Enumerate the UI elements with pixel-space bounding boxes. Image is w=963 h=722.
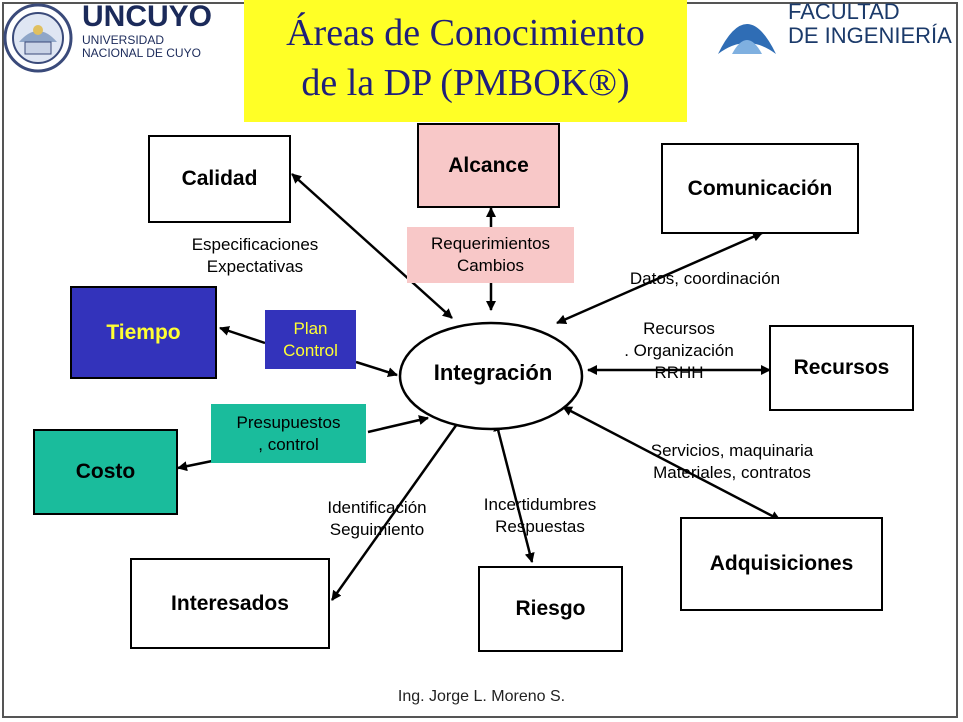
area-calidad: Calidad [148,135,291,223]
fi-logo-icon [718,24,776,54]
title-line-2: de la DP (PMBOK®) [301,62,630,104]
area-tiempo: Tiempo [70,286,217,379]
label-adquisiciones: Servicios, maquinaria Materiales, contra… [622,440,842,484]
area-riesgo: Riesgo [478,566,623,652]
area-interesados: Interesados [130,558,330,649]
label-tiempo-2: Control [283,341,338,360]
area-recursos: Recursos [769,325,914,411]
uncuyo-seal-icon [3,3,73,73]
label-calidad-2: Expectativas [206,257,304,276]
connector-tiempo [219,326,266,345]
label-recursos-2: . Organización [624,341,734,360]
tiempo-label-bg [265,310,356,369]
slide-title: Áreas de Conocimiento de la DP (PMBOK®) [244,8,687,108]
connector-tiempo-b [355,360,398,378]
uncuyo-sub-line2: NACIONAL DE CUYO [82,46,201,60]
connector-interesados [330,416,464,601]
label-costo: Presupuestos , control [211,412,366,456]
fi-logo-line1: FACULTAD [788,0,900,24]
area-adquisiciones: Adquisiciones [680,517,883,611]
fi-logo-line2: DE INGENIERÍA [788,23,952,48]
label-alcance: Requerimientos Cambios [407,233,574,277]
label-recursos-3: RRHH [654,363,704,382]
label-riesgo: Incertidumbres Respuestas [465,494,615,538]
connector-costo-a [177,458,218,472]
integracion-ellipse [398,321,584,431]
uncuyo-logo: UNCUYO UNIVERSIDAD NACIONAL DE CUYO [82,0,212,60]
connector-comunicacion [556,231,763,325]
label-alcance-1: Requerimientos [430,234,551,253]
title-line-1: Áreas de Conocimiento [286,12,645,54]
integracion-label: Integración [433,360,553,385]
label-comunicacion: Datos, coordinación [605,268,805,290]
label-interesados-2: Seguimiento [329,520,425,539]
label-interesados-1: Identificación [327,498,427,517]
connector-adquisiciones [562,405,781,522]
label-costo-2: , control [258,435,319,454]
label-tiempo-1: Plan [293,319,328,338]
costo-label-bg [211,404,366,463]
label-alcance-2: Cambios [456,256,525,275]
title-box [244,0,687,122]
label-comunicacion-1: Datos, coordinación [629,269,781,288]
label-recursos-1: Recursos [643,319,715,338]
uncuyo-wordmark: UNCUYO [82,0,213,33]
label-calidad: Especificaciones Expectativas [160,234,350,278]
label-adquisiciones-2: Materiales, contratos [653,463,811,482]
label-recursos: Recursos . Organización RRHH [600,318,758,384]
area-comunicacion: Comunicación [661,143,859,234]
label-riesgo-2: Respuestas [495,517,585,536]
area-alcance: Alcance [417,123,560,208]
label-tiempo: Plan Control [265,318,356,362]
label-riesgo-1: Incertidumbres [483,495,597,514]
connector-riesgo [493,421,535,563]
label-interesados: Identificación Seguimiento [302,497,452,541]
alcance-label-bg [407,227,574,283]
label-costo-1: Presupuestos [236,413,341,432]
area-costo: Costo [33,429,178,515]
footer-author: Ing. Jorge L. Moreno S. [397,688,566,705]
uncuyo-sub-line1: UNIVERSIDAD [82,33,165,47]
connector-calidad [291,173,453,319]
fi-logo-text: FACULTAD DE INGENIERÍA [788,0,952,48]
label-calidad-1: Especificaciones [191,235,319,254]
connector-costo-b [367,415,429,434]
label-adquisiciones-1: Servicios, maquinaria [650,441,814,460]
